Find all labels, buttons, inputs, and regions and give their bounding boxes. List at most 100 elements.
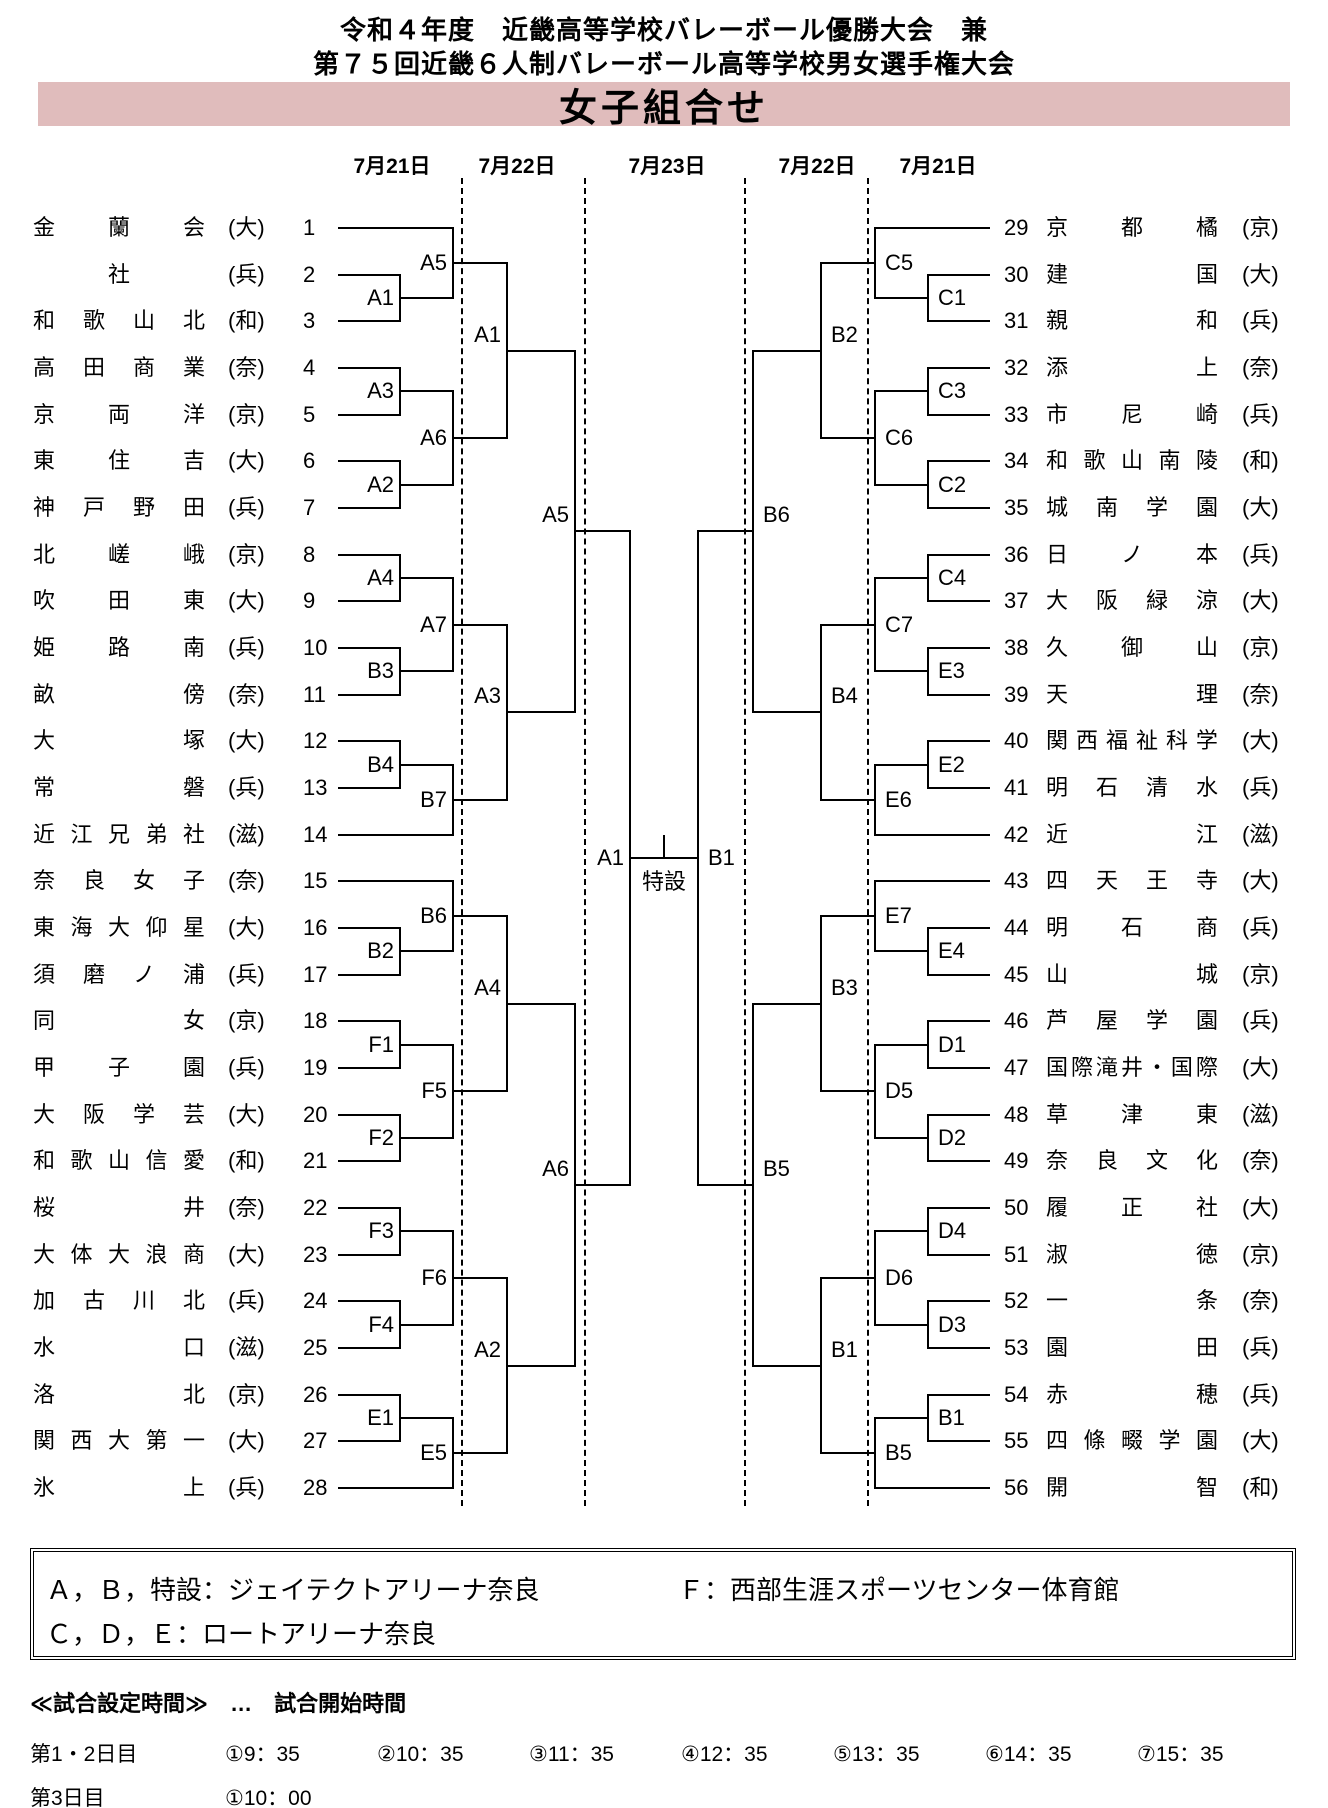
bracket-line — [875, 670, 928, 673]
bracket-line — [928, 740, 990, 743]
bracket-line — [338, 1207, 400, 1210]
bracket-line — [927, 740, 929, 790]
team-name-char: 四 — [1046, 868, 1069, 894]
bracket-line — [927, 1020, 929, 1070]
team-name-char: 星 — [182, 915, 205, 941]
bracket-line — [875, 1230, 928, 1233]
team-name: 畝傍 — [33, 682, 205, 708]
match-label: B6 — [420, 903, 447, 929]
team-seed: 20 — [303, 1101, 328, 1127]
team-name: 近江兄弟社 — [33, 822, 205, 848]
team-name-char: 赤 — [1046, 1381, 1069, 1407]
team-name: 同女 — [33, 1008, 205, 1034]
team-seed: 14 — [303, 821, 328, 847]
team-name: 甲子園 — [33, 1055, 205, 1081]
match-label: B3 — [831, 974, 858, 1000]
team-seed: 5 — [303, 401, 316, 427]
bracket-line — [400, 577, 453, 580]
team-seed: 23 — [303, 1241, 328, 1267]
bracket-line — [928, 1440, 990, 1443]
team-name-char: 大 — [107, 1241, 130, 1267]
team-name-char: 本 — [1195, 541, 1218, 567]
schedule-time: ⑤13：35 — [833, 1743, 920, 1766]
team-prefecture: (兵) — [228, 1288, 265, 1314]
team-name-char: 添 — [1046, 355, 1069, 380]
bracket-line — [928, 1393, 990, 1396]
match-label: C2 — [938, 471, 967, 497]
team-prefecture: (京) — [228, 401, 265, 427]
team-seed: 38 — [1004, 635, 1029, 661]
team-name: 北嵯峨 — [33, 542, 205, 568]
bracket-line — [874, 1230, 876, 1326]
team-name-char: 洛 — [33, 1381, 56, 1407]
team-name-char: 開 — [1046, 1475, 1069, 1501]
team-prefecture: (大) — [228, 215, 265, 240]
team-name-char: 女 — [132, 868, 155, 894]
team-name: 加古川北 — [33, 1288, 205, 1314]
team-name-char: 関 — [33, 1428, 56, 1454]
match-label: C6 — [885, 425, 914, 450]
team-name-char: 西 — [70, 1428, 93, 1454]
bracket-line — [338, 273, 400, 276]
team-seed: 37 — [1004, 588, 1029, 614]
match-label: D4 — [938, 1218, 967, 1244]
match-label: B5 — [885, 1440, 912, 1466]
bracket-line — [820, 1277, 822, 1455]
team-name: 赤穂 — [1046, 1382, 1218, 1408]
bracket-line — [928, 1020, 990, 1023]
match-label: E1 — [367, 1405, 394, 1431]
bracket-line — [821, 262, 875, 264]
team-prefecture: (兵) — [1242, 1335, 1279, 1361]
venue-legend-box: Ａ，Ｂ，特設：ジェイテクトアリーナ奈良 Ｆ：西部生涯スポーツセンター体育館 Ｃ，… — [30, 1548, 1296, 1660]
team-name-char: 甲 — [33, 1055, 56, 1081]
team-name: 氷上 — [33, 1475, 205, 1501]
team-prefecture: (大) — [1242, 495, 1279, 521]
team-seed: 29 — [1004, 215, 1029, 240]
match-label: A5 — [420, 250, 447, 275]
team-name: 和歌山信愛 — [33, 1148, 205, 1174]
team-prefecture: (兵) — [228, 495, 265, 521]
bracket-line — [400, 1137, 453, 1140]
team-name-char: 芸 — [182, 1101, 205, 1127]
team-name-char: 傍 — [182, 681, 205, 707]
bracket-line — [928, 1067, 990, 1070]
match-label: E4 — [938, 938, 965, 964]
team-seed: 28 — [303, 1475, 328, 1501]
team-name-char: 子 — [182, 868, 205, 894]
team-prefecture: (大) — [228, 728, 265, 754]
team-prefecture: (大) — [1242, 588, 1279, 614]
title-line1: 令和４年度 近畿高等学校バレーボール優勝大会 兼 — [339, 15, 988, 45]
bracket-line — [874, 1417, 876, 1490]
team-prefecture: (大) — [228, 1101, 265, 1127]
team-name-char: 和 — [1046, 448, 1069, 474]
team-name-char: 田 — [82, 355, 105, 380]
bracket-line — [338, 693, 400, 696]
team-name-char: 建 — [1046, 261, 1069, 287]
team-seed: 47 — [1004, 1055, 1029, 1081]
team-name-char: 園 — [182, 1055, 205, 1081]
team-seed: 17 — [303, 961, 328, 987]
team-name: 親和 — [1046, 308, 1218, 334]
team-name: 天理 — [1046, 682, 1218, 708]
team-prefecture: (兵) — [228, 1475, 265, 1501]
team-name-char: 科 — [1165, 728, 1188, 754]
team-name-char: 住 — [107, 448, 130, 474]
team-name-char: 大 — [107, 915, 130, 941]
match-label: A4 — [474, 974, 501, 1000]
schedule-time: ③11：35 — [529, 1743, 614, 1766]
team-name: 久御山 — [1046, 635, 1218, 661]
bracket-line — [928, 413, 990, 416]
team-seed: 24 — [303, 1288, 328, 1314]
team-name-char: 奈 — [1046, 1148, 1069, 1174]
bracket-line — [453, 1090, 507, 1093]
team-prefecture: (和) — [228, 1148, 265, 1174]
team-name: 奈良女子 — [33, 868, 205, 894]
team-name: 吹田東 — [33, 588, 205, 614]
team-name: 大阪学芸 — [33, 1102, 205, 1128]
team-name-char: 理 — [1195, 681, 1218, 707]
team-seed: 15 — [303, 868, 328, 894]
bracket-line — [928, 367, 990, 369]
team-prefecture: (京) — [228, 1381, 265, 1407]
team-prefecture: (京) — [1242, 635, 1279, 661]
bracket-line — [338, 1393, 400, 1396]
